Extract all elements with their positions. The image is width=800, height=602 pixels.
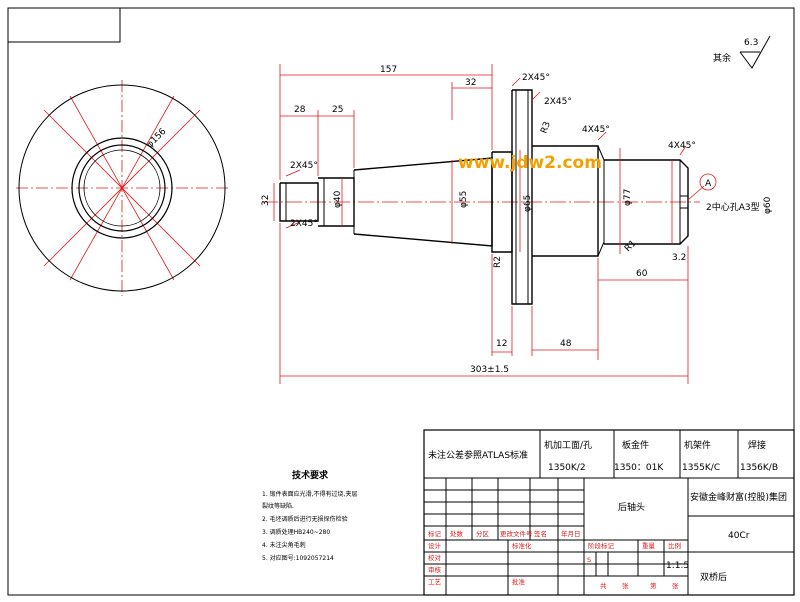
end-view: φ156 bbox=[16, 80, 228, 296]
dim-phi60: φ60 bbox=[763, 196, 773, 214]
dim-28: 28 bbox=[294, 105, 306, 115]
label-sheet: 张 bbox=[622, 581, 629, 590]
row-label-mark: 标记 bbox=[428, 529, 442, 538]
label-check: 校对 bbox=[428, 553, 442, 562]
dim-303: 303±1.5 bbox=[470, 365, 509, 375]
cat2-code: 1350：01K bbox=[614, 463, 664, 473]
cat1-code: 1350K/2 bbox=[548, 463, 586, 473]
company-name: 安徽金峰财富(控股)集团 bbox=[690, 491, 787, 503]
dim-phi77: φ77 bbox=[623, 189, 633, 206]
cat3-code: 1355K/C bbox=[682, 463, 720, 473]
tolerance-note: 未注公差参照ATLAS标准 bbox=[428, 449, 528, 461]
end-view-diameter: φ156 bbox=[145, 127, 169, 151]
dim-3-2: 3.2 bbox=[672, 253, 686, 263]
center-hole-note: 2中心孔A3型 bbox=[706, 201, 760, 213]
dim-r3: R3 bbox=[539, 120, 552, 135]
dim-chamfer-2: 2X45° bbox=[544, 97, 572, 107]
label-design: 设计 bbox=[428, 541, 442, 550]
row-label-date: 年月日 bbox=[561, 529, 581, 538]
label-total: 共 bbox=[600, 581, 607, 590]
note-1: 1. 锻件表面应光滑,不得有过烧,夹层 bbox=[262, 490, 357, 498]
row-label-zone: 分区 bbox=[476, 529, 490, 538]
dim-phi55: φ55 bbox=[459, 191, 469, 208]
dim-chamfer-1: 2X45° bbox=[522, 73, 550, 83]
datum-a: A bbox=[705, 179, 712, 189]
dim-32-vertical: 32 bbox=[261, 195, 271, 206]
title-block: 未注公差参照ATLAS标准 机加工面/孔 1350K/2 板金件 1350：01… bbox=[423, 429, 795, 596]
cat2-title: 板金件 bbox=[622, 439, 649, 451]
cat1-title: 机加工面/孔 bbox=[544, 439, 592, 451]
dim-r2: R2 bbox=[493, 256, 503, 268]
row-label-change: 更改文件号 bbox=[500, 529, 533, 538]
dimension-texts: 157 32 28 25 2X45° 2X45° 2X45° 2X45° 4X4… bbox=[261, 65, 773, 375]
roughness-value: 6.3 bbox=[744, 38, 758, 48]
cat4-code: 1356K/B bbox=[740, 463, 778, 473]
watermark: www.jdw2.com bbox=[458, 153, 602, 173]
dim-phi40: φ40 bbox=[333, 190, 343, 208]
label-scale: 比例 bbox=[668, 541, 681, 550]
dim-phi65: φ65 bbox=[523, 195, 533, 212]
label-standard: 标准化 bbox=[512, 541, 532, 550]
dim-25: 25 bbox=[332, 105, 343, 115]
label-process: 工艺 bbox=[428, 578, 442, 586]
label-number: 第 bbox=[650, 581, 657, 590]
note-5: 5. 对应图号:1092057214 bbox=[262, 554, 334, 562]
notes-title: 技术要求 bbox=[292, 469, 329, 481]
cat4-title: 焊接 bbox=[748, 439, 766, 451]
note-2: 2. 毛坯调质后进行无损探伤检验 bbox=[262, 515, 348, 523]
stage-s: S bbox=[587, 556, 591, 564]
note-3: 3. 调质处理HB240~280 bbox=[262, 528, 330, 536]
part-name: 后轴头 bbox=[618, 501, 645, 513]
dim-chamfer-4: 2X45° bbox=[290, 219, 318, 229]
note-1b: 裂纹等缺陷. bbox=[262, 502, 294, 510]
cat3-title: 机架件 bbox=[684, 439, 711, 451]
brand-name: 双桥后 bbox=[700, 571, 727, 583]
technical-notes: 技术要求 1. 锻件表面应光滑,不得有过烧,夹层 裂纹等缺陷. 2. 毛坯调质后… bbox=[262, 469, 357, 562]
dim-chamfer-6: 4X45° bbox=[668, 141, 696, 151]
label-sheet-2: 张 bbox=[672, 581, 679, 590]
material: 40Cr bbox=[728, 531, 750, 541]
scale-value: 1:1.5 bbox=[666, 561, 689, 571]
dim-r1: R1 bbox=[623, 239, 639, 255]
drawing-number-box bbox=[7, 7, 121, 43]
dim-chamfer-3: 2X45° bbox=[290, 161, 318, 171]
label-stage: 阶段标记 bbox=[588, 541, 615, 550]
note-4: 4. 未注尖角毛刺 bbox=[262, 541, 306, 549]
dim-12: 12 bbox=[496, 339, 507, 349]
dim-48: 48 bbox=[560, 339, 572, 349]
dim-157: 157 bbox=[380, 65, 397, 75]
roughness-symbol: 其余 6.3 bbox=[713, 35, 771, 69]
drawing-frame bbox=[7, 7, 795, 596]
row-label-count: 处数 bbox=[450, 529, 464, 538]
row-label-sign: 签名 bbox=[534, 529, 547, 538]
shaft-view bbox=[262, 89, 700, 305]
roughness-label: 其余 bbox=[713, 52, 731, 64]
label-weight: 重量 bbox=[642, 542, 656, 550]
dim-60: 60 bbox=[636, 269, 648, 279]
dim-chamfer-5: 4X45° bbox=[582, 125, 610, 135]
dimension-lines bbox=[273, 64, 717, 384]
dim-32: 32 bbox=[465, 78, 476, 88]
label-approve: 批准 bbox=[512, 577, 526, 586]
label-review: 审核 bbox=[428, 565, 442, 574]
